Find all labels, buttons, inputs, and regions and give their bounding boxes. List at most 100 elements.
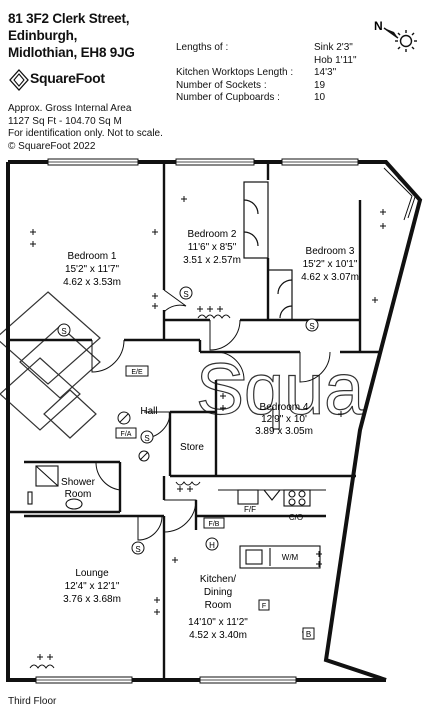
- area-info-line-1: Approx. Gross Internal Area: [8, 103, 132, 114]
- spec-value: 10: [314, 92, 326, 103]
- spec-value: Hob 1'11": [314, 54, 357, 66]
- room-shower: Shower Room: [61, 477, 96, 500]
- room-name: Bedroom 2: [188, 229, 237, 240]
- room-name: Kitchen/: [200, 574, 236, 585]
- watermark-text: Squa: [196, 350, 365, 430]
- cooker-label: C/O: [289, 513, 303, 522]
- light-switch-icon: [117, 411, 131, 425]
- fire-point-label: F: [262, 603, 266, 610]
- room-dimensions-imperial: 15'2" x 10'1": [303, 259, 358, 270]
- room-bedroom-4: Bedroom 4 12'9" x 10' 3.89 x 3.05m: [255, 402, 313, 437]
- room-name: Room: [65, 489, 92, 500]
- copyright: © SquareFoot 2022: [8, 140, 96, 152]
- smoke-alarm-icon: S: [131, 541, 145, 555]
- room-bedroom-1: Bedroom 1 15'2" x 11'7" 4.62 x 3.53m: [63, 251, 121, 288]
- smoke-alarm-label: S: [135, 545, 140, 554]
- spec-label: Kitchen Worktops Length :: [176, 67, 294, 78]
- cooker-icon: C/O: [289, 513, 303, 522]
- room-name: Lounge: [75, 568, 109, 579]
- specs-row: Number of Cupboards : 10: [176, 92, 384, 105]
- floor-label: Third Floor: [8, 696, 57, 707]
- washing-machine-label: W/M: [282, 553, 299, 562]
- fuse-board-icon: F/B: [203, 517, 225, 529]
- heat-alarm-icon: H: [205, 537, 219, 551]
- room-dimensions-metric: 3.89 x 3.05m: [255, 426, 313, 437]
- squarefoot-logo-icon: [9, 69, 29, 91]
- room-store: Store: [180, 442, 204, 453]
- shower-fixtures: [27, 465, 83, 510]
- heat-alarm-label: H: [209, 541, 215, 550]
- symbol-badges: S S S S S H F/A E/E F/B B F F/F C/O W/M: [57, 286, 319, 640]
- fridge-freezer-label: F/F: [244, 505, 256, 514]
- wardrobes: [243, 181, 293, 321]
- room-dimensions-imperial: 12'4" x 12'1": [65, 581, 120, 592]
- spec-label: Lengths of :: [176, 42, 229, 53]
- room-dimensions-metric: 4.52 x 3.40m: [189, 630, 247, 641]
- spec-label: Number of Sockets :: [176, 79, 267, 91]
- room-name: Bedroom 4: [260, 402, 309, 413]
- smoke-alarm-label: S: [61, 327, 66, 336]
- room-dimensions-imperial: 14'10" x 11'2": [188, 617, 248, 628]
- smoke-alarm-label: S: [144, 434, 149, 443]
- smoke-alarm-icon: S: [305, 318, 319, 332]
- room-name: Store: [180, 442, 204, 453]
- logo-text: SquareFoot: [30, 70, 105, 86]
- room-kitchen: Kitchen/ Dining Room 14'10" x 11'2" 4.52…: [188, 574, 248, 641]
- room-name: Bedroom 3: [306, 246, 355, 257]
- room-name: Hall: [140, 406, 157, 417]
- room-bedroom-2: Bedroom 2 11'6" x 8'5" 3.51 x 2.57m: [183, 229, 241, 266]
- spec-value: 14'3": [314, 67, 337, 78]
- specs-row: Kitchen Worktops Length : 14'3": [176, 67, 384, 80]
- room-dimensions-metric: 4.62 x 3.53m: [63, 277, 121, 288]
- specs-row: Lengths of : Sink 2'3": [176, 42, 384, 55]
- address-line-1: 81 3F2 Clerk Street,: [8, 11, 130, 26]
- squarefoot-logo: SquareFoot: [8, 68, 148, 94]
- fire-alarm-panel-icon: F/A: [115, 427, 137, 439]
- spec-value: Sink 2'3": [314, 42, 353, 53]
- room-name: Shower: [61, 477, 96, 488]
- specs-table: Lengths of : Sink 2'3" Hob 1'11" Kitchen …: [176, 42, 384, 105]
- room-name: Room: [205, 600, 232, 611]
- area-info-line-2: 1127 Sq Ft - 104.70 Sq M: [8, 115, 122, 127]
- room-bedroom-3: Bedroom 3 15'2" x 10'1" 4.62 x 3.07m: [301, 246, 359, 283]
- electric-meter-icon: E/E: [125, 365, 149, 377]
- fire-alarm-panel-label: F/A: [121, 431, 132, 438]
- boiler-label: B: [306, 630, 311, 639]
- fire-point-icon: F: [258, 599, 270, 611]
- washing-machine-icon: W/M: [282, 553, 299, 562]
- address-line-3: Midlothian, EH8 9JG: [8, 45, 135, 60]
- compass-icon: N: [374, 19, 417, 52]
- area-info: Approx. Gross Internal Area 1127 Sq Ft -…: [8, 103, 163, 153]
- property-address: 81 3F2 Clerk Street, Edinburgh, Midlothi…: [8, 10, 135, 61]
- radiators: [29, 314, 231, 669]
- room-name: Dining: [204, 587, 232, 598]
- compass-north-label: N: [374, 19, 383, 33]
- smoke-alarm-icon: S: [57, 323, 71, 337]
- room-dimensions-imperial: 11'6" x 8'5": [188, 242, 237, 253]
- area-info-line-3: For identification only. Not to scale.: [8, 128, 163, 139]
- fridge-freezer-icon: F/F: [244, 505, 256, 514]
- window-mullions: [36, 161, 358, 681]
- room-dimensions-metric: 3.76 x 3.68m: [63, 594, 121, 605]
- specs-row: Number of Sockets : 19: [176, 80, 384, 93]
- smoke-alarm-icon: S: [140, 430, 154, 444]
- room-name: Bedroom 1: [68, 251, 117, 262]
- sockets: [30, 196, 386, 660]
- room-hall: Hall: [140, 406, 157, 417]
- smoke-alarm-icon: S: [179, 286, 193, 300]
- smoke-alarm-label: S: [183, 290, 188, 299]
- specs-row: Hob 1'11": [176, 55, 384, 68]
- room-dimensions-imperial: 12'9" x 10': [261, 414, 307, 425]
- kitchen-units: [218, 489, 326, 569]
- interior-walls: [8, 162, 380, 680]
- room-dimensions-imperial: 15'2" x 11'7": [65, 264, 120, 275]
- electric-meter-label: E/E: [131, 369, 143, 376]
- fuse-board-label: F/B: [209, 521, 220, 528]
- watermark-logo: [0, 291, 101, 439]
- spec-label: Number of Cupboards :: [176, 92, 280, 103]
- spec-value: 19: [314, 79, 326, 91]
- address-line-2: Edinburgh,: [8, 28, 78, 43]
- room-dimensions-metric: 3.51 x 2.57m: [183, 255, 241, 266]
- bay-window: [383, 165, 417, 221]
